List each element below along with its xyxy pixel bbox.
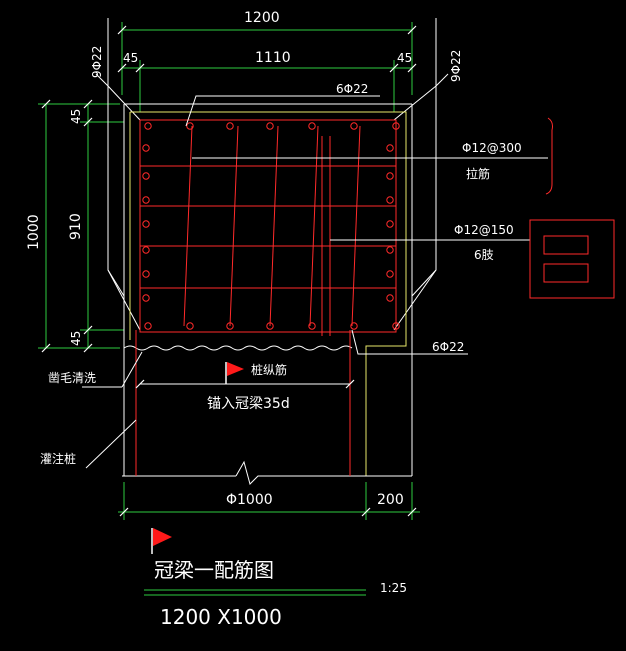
rebar-bar-circle [266, 122, 274, 130]
dim-offset: 200 [377, 492, 404, 508]
rebar-bar-circle [350, 122, 358, 130]
rebar-bar-circle [308, 122, 316, 130]
stirrup-detail-sketch [529, 219, 615, 299]
label-cast-pile: 灌注桩 [40, 451, 76, 466]
rebar-bar-circle [350, 322, 358, 330]
label-bottom-bars: 6Φ22 [432, 340, 464, 354]
tie-detail-sketch [545, 117, 553, 195]
rebar-bar-circle [144, 122, 152, 130]
rebar-bar-circle [308, 322, 316, 330]
rebar-leaders: 9Φ22 9Φ22 6Φ22 Φ12@300 拉筋 Φ12@150 6肢 6Φ2… [90, 46, 548, 355]
drawing-size: 1200 X1000 [160, 605, 282, 629]
dim-total-width: 1200 [244, 10, 280, 26]
rebar-bar-circle [392, 122, 400, 130]
rebar-bar-circle [142, 144, 150, 152]
rebar-bar-circle [226, 322, 234, 330]
pile-annotations: 凿毛清洗 桩纵筋 锚入冠梁35d 灌注桩 [40, 351, 355, 469]
dim-right-cover: 45 [397, 51, 412, 65]
rebar-bar-circle [392, 322, 400, 330]
flag-icon[interactable] [151, 528, 172, 554]
rebar-bar-circle [144, 322, 152, 330]
label-side-bars-right: 9Φ22 [449, 50, 463, 82]
rebar-bar-circle [142, 220, 150, 228]
dim-pile-diameter: Φ1000 [226, 492, 273, 508]
rebar-bar-circle [142, 246, 150, 254]
label-stirrup-spec: Φ12@150 [454, 223, 514, 237]
dim-inner-height: 910 [68, 213, 84, 240]
rebar-bar-circle [386, 270, 394, 278]
dim-total-height: 1000 [26, 214, 42, 250]
rebar-bar-circle [226, 122, 234, 130]
label-tie-name: 拉筋 [466, 166, 490, 181]
label-pile-bars: 桩纵筋 [251, 362, 287, 377]
rebar-bar-circle [386, 294, 394, 302]
dim-inner-width: 1110 [255, 50, 291, 66]
left-dimensions: 1000 45 910 45 [26, 99, 124, 353]
label-top-bars: 6Φ22 [336, 82, 368, 96]
rebar-bar-circle [186, 122, 194, 130]
label-tie-spec: Φ12@300 [462, 141, 522, 155]
rebar-bar-circle [142, 294, 150, 302]
rebar-bar-circle [142, 196, 150, 204]
rebar-bars [142, 122, 400, 330]
label-chiseled: 凿毛清洗 [48, 371, 96, 385]
rebar-bar-circle [186, 322, 194, 330]
flag-icon[interactable] [225, 362, 244, 384]
rebar-bar-circle [386, 172, 394, 180]
top-dimensions: 1200 45 1110 45 [117, 10, 417, 112]
rebar-bar-circle [386, 196, 394, 204]
rebar-bar-circle [266, 322, 274, 330]
dim-left-cover: 45 [123, 51, 138, 65]
title-block: 冠梁一配筋图 1:25 1200 X1000 [144, 558, 407, 629]
bottom-dimensions: Φ1000 200 [118, 482, 420, 520]
label-anchorage: 锚入冠梁35d [207, 396, 290, 412]
pile-outline [122, 111, 412, 485]
rebar-cage [135, 119, 397, 476]
rebar-bar-circle [142, 270, 150, 278]
drawing-scale: 1:25 [380, 581, 407, 595]
label-side-bars-left: 9Φ22 [90, 46, 104, 78]
rebar-bar-circle [386, 246, 394, 254]
rebar-bar-circle [386, 220, 394, 228]
dim-top-cover: 45 [69, 109, 83, 124]
beam-outline [107, 18, 437, 476]
label-stirrup-name: 6肢 [474, 247, 494, 262]
rebar-bar-circle [386, 144, 394, 152]
drawing-title: 冠梁一配筋图 [154, 558, 274, 582]
rebar-bar-circle [142, 172, 150, 180]
dim-bottom-cover: 45 [69, 331, 83, 346]
